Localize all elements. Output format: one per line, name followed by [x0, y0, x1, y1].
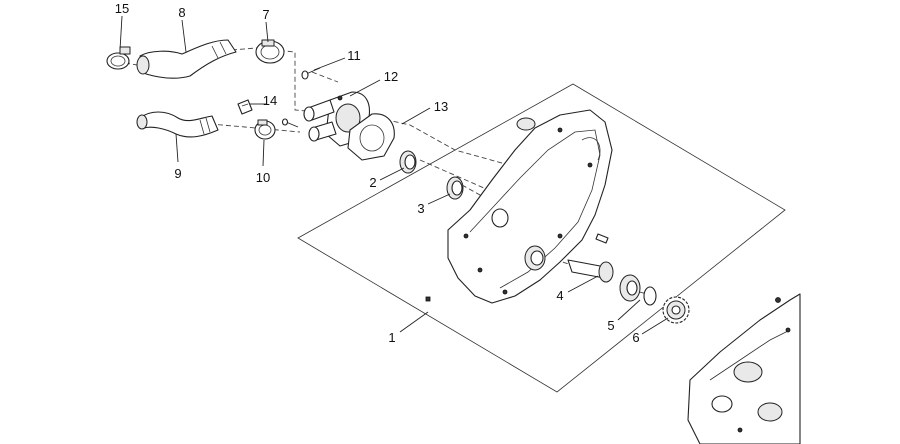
assembly-boundary — [297, 83, 786, 393]
callout-labels: 15 8 7 11 12 14 13 9 10 2 3 1 4 5 6 — [115, 1, 640, 345]
reference-dot — [425, 296, 431, 302]
shaft-seal — [399, 150, 417, 174]
callout-1: 1 — [388, 330, 395, 345]
coolant-hose-upper — [136, 39, 237, 79]
callout-14: 14 — [263, 93, 277, 108]
callout-3: 3 — [417, 201, 424, 216]
callout-5: 5 — [607, 318, 614, 333]
dowel-pin — [595, 233, 609, 244]
callout-2: 2 — [369, 175, 376, 190]
crankcase-cover — [447, 109, 613, 304]
callout-10: 10 — [256, 170, 270, 185]
pump-shaft — [567, 259, 614, 283]
callout-11: 11 — [347, 48, 361, 63]
callout-9: 9 — [174, 166, 181, 181]
callout-13: 13 — [434, 99, 448, 114]
spring-clip — [237, 99, 253, 115]
coolant-hose-lower — [136, 111, 219, 138]
pin — [281, 118, 299, 128]
hose-clamp — [255, 39, 285, 64]
callout-4: 4 — [556, 288, 563, 303]
callout-15: 15 — [115, 1, 129, 16]
leader-lines — [119, 15, 669, 335]
callout-12: 12 — [384, 69, 398, 84]
callout-8: 8 — [178, 5, 185, 20]
oil-seal — [446, 176, 464, 200]
engine-block-fragment — [687, 293, 801, 444]
screw — [301, 67, 321, 80]
callout-7: 7 — [262, 7, 269, 22]
pump-gear — [662, 296, 690, 324]
callout-6: 6 — [632, 330, 639, 345]
hose-clamp-lower — [254, 119, 276, 140]
hose-clamp-small — [106, 46, 131, 70]
water-pump-cover — [303, 91, 370, 147]
bearing — [619, 274, 657, 306]
gasket — [347, 113, 395, 161]
